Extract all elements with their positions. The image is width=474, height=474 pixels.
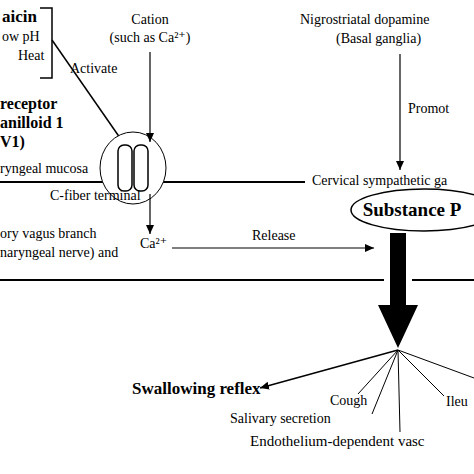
text-label: receptor [0,95,57,113]
effect-line [372,350,398,414]
text-label: Endothelium-dependent vasc [250,433,425,450]
channel-subunit [134,145,148,191]
ellipse-shape [351,189,474,231]
text-label: Ileu [446,394,468,410]
text-label: naryngeal nerve) and [0,245,118,261]
bracket [40,8,52,78]
promote-arrow [399,54,400,170]
node-title: Substance P [350,188,474,232]
text-label: Ca²⁺ [140,236,167,252]
effect-line [398,350,474,378]
text-label: Nigrostriatal dopamine [300,12,429,28]
cation-arrow [149,52,150,142]
effect-line [398,350,444,396]
text-label: Activate [70,61,117,77]
text-label: anilloid 1 [0,114,64,132]
effect-arrow [260,350,398,388]
divider-line [412,279,474,281]
text-label: Cervical sympathetic ga [312,173,447,189]
text-label: ory vagus branch [0,226,96,242]
text-label: ow pH [2,29,40,45]
text-label: V1) [0,133,25,151]
text-label: ryngeal mucosa [0,161,88,177]
text-label: C-fiber terminal [50,188,141,204]
text-label: Swallowing reflex [132,379,261,399]
text-label: Salivary secretion [230,411,331,427]
text-label: Cough [330,393,367,409]
channel-subunit [118,145,132,191]
text-label: aicin [2,7,37,27]
text-label: (Basal ganglia) [336,31,421,47]
calcium-arrow [149,194,150,234]
effect-line [358,350,398,394]
divider-line [0,279,384,281]
effect-line [398,350,400,432]
text-label: (such as Ca²⁺) [110,30,191,46]
text-label: Heat [18,48,44,64]
text-label: Release [252,228,296,244]
text-label: Cation [131,12,168,28]
ellipse-node: Substance P [350,188,474,232]
text-label: Promot [408,101,449,117]
big-arrow [378,233,418,348]
release-arrow [172,247,374,248]
activate-arrow [52,40,127,148]
